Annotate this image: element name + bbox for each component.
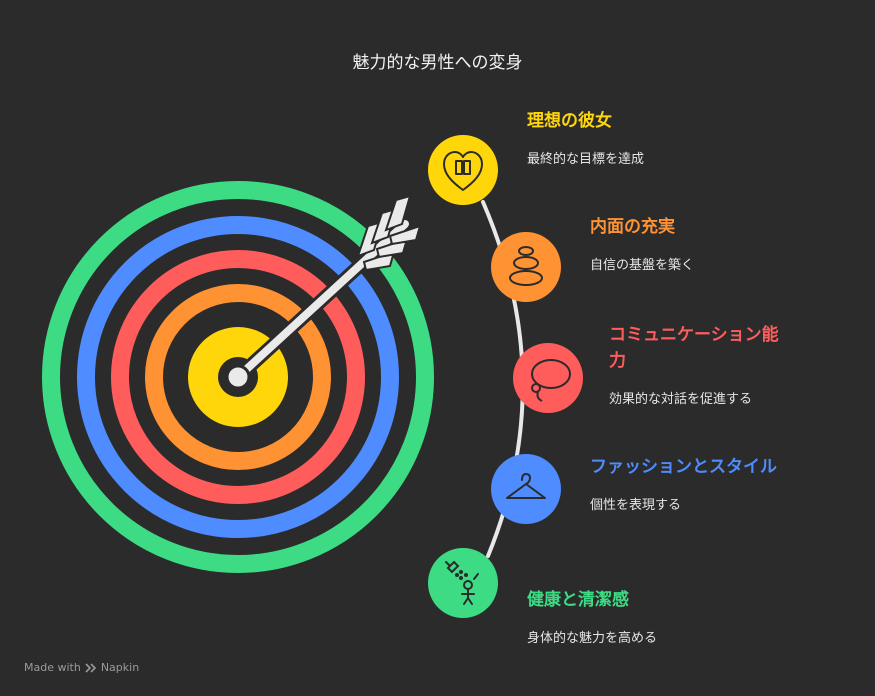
stacked-stones-icon [509, 246, 543, 286]
step-circle-1 [428, 135, 498, 205]
step-5-text: 健康と清潔感 身体的な魅力を高める [527, 587, 847, 646]
target-rings [42, 181, 434, 573]
step-1-desc: 最終的な目標を達成 [527, 152, 645, 167]
step-3-title: コミュニケーション能力 [609, 325, 779, 371]
step-4-text: ファッションとスタイル 個性を表現する [590, 454, 800, 513]
step-3-desc: 効果的な対話を促進する [609, 392, 753, 407]
step-2-desc: 自信の基盤を築く [590, 258, 695, 273]
step-1-title: 理想の彼女 [527, 111, 612, 131]
step-4-title: ファッションとスタイル [590, 457, 777, 477]
ring-orange [145, 284, 331, 470]
step-circle-5 [428, 548, 498, 618]
step-4-desc: 個性を表現する [590, 498, 682, 513]
step-2-title: 内面の充実 [590, 217, 675, 237]
step-circle-2 [491, 232, 561, 302]
step-5-title: 健康と清潔感 [527, 590, 629, 610]
heart-book-icon [443, 151, 483, 191]
napkin-brand: Napkin [100, 661, 140, 674]
step-3-text: コミュニケーション能力 効果的な対話を促進する [609, 322, 789, 407]
ring-blue [77, 216, 399, 538]
shower-icon [445, 560, 479, 605]
page-title: 魅力的な男性への変身 [352, 53, 523, 73]
made-with-label: Made with [24, 661, 81, 674]
napkin-logo-icon [85, 662, 96, 673]
step-5-desc: 身体的な魅力を高める [527, 631, 658, 646]
ring-red [111, 250, 365, 504]
hanger-icon [506, 473, 546, 499]
step-circle-4 [491, 454, 561, 524]
step-circle-3 [513, 343, 583, 413]
step-2-text: 内面の充実 自信の基盤を築く [590, 214, 850, 273]
made-with-footer: Made with Napkin [24, 661, 139, 674]
arrow-icon [225, 194, 422, 390]
ring-green [42, 181, 434, 573]
speech-bubble-icon [531, 359, 571, 402]
step-1-text: 理想の彼女 最終的な目標を達成 [527, 108, 847, 167]
